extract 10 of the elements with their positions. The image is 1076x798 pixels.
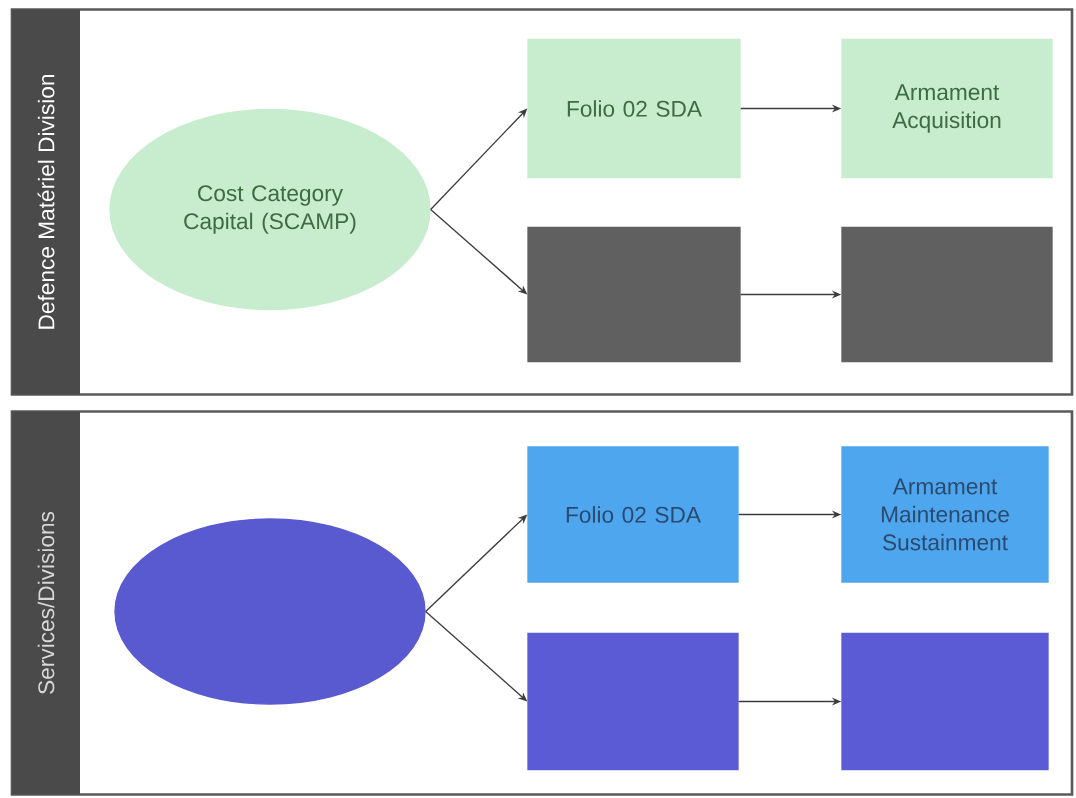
process-box — [527, 632, 739, 771]
process-box — [841, 226, 1053, 363]
process-box — [841, 632, 1049, 771]
ellipse-node — [114, 518, 426, 705]
process-box: Armament Acquisition — [841, 38, 1053, 179]
ellipse-node: Cost Category Capital (SCAMP) — [109, 108, 431, 311]
process-box: Folio 02 SDA — [527, 38, 741, 179]
process-box: Folio 02 SDA — [527, 446, 739, 583]
process-box: Armament Maintenance Sustainment — [841, 446, 1049, 583]
process-box — [527, 226, 741, 363]
